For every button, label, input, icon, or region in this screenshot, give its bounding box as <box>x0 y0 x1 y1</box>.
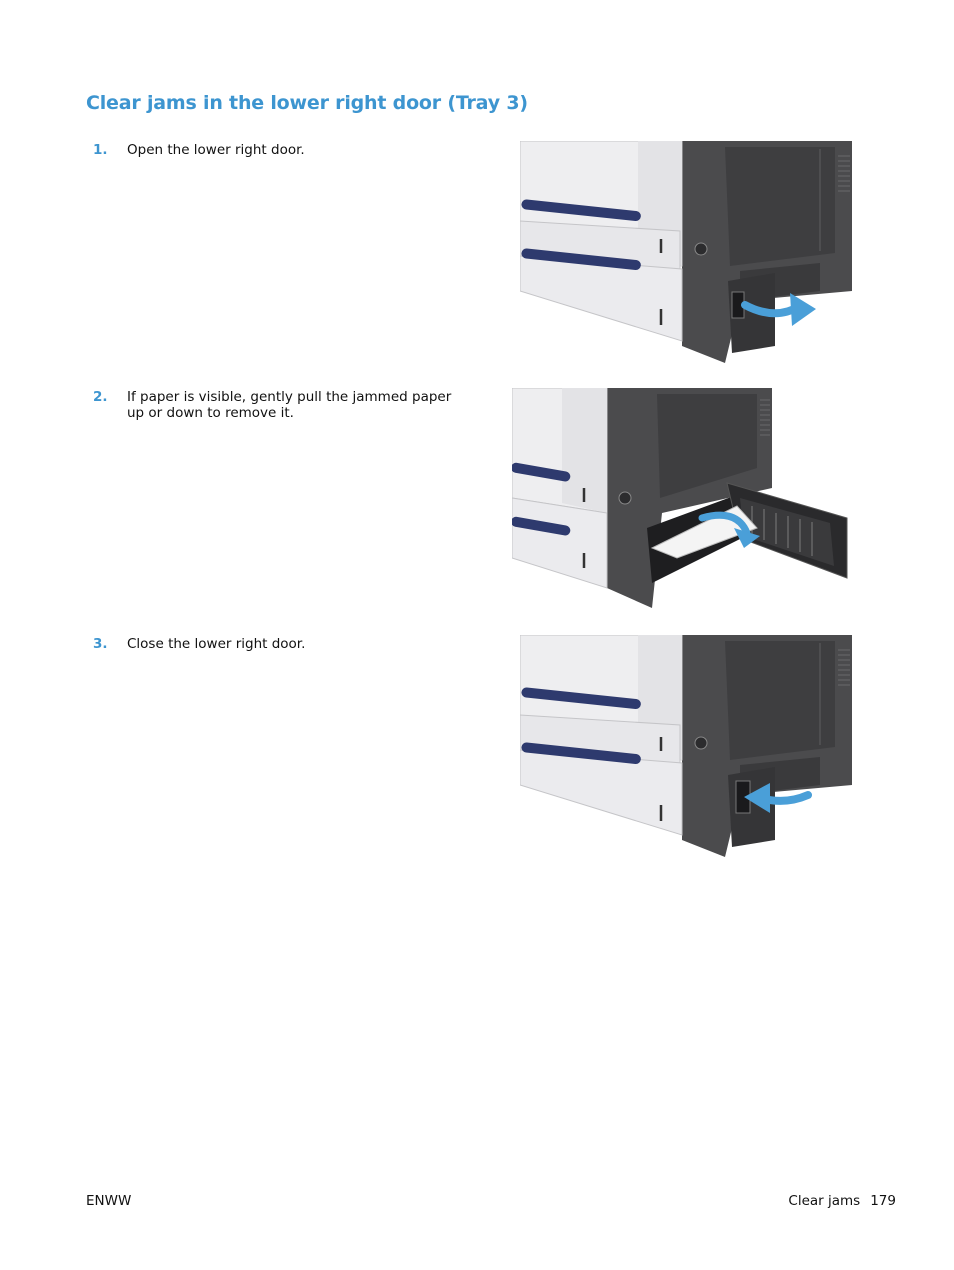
printer-close-door-illustration <box>520 635 852 857</box>
footer-section: Clear jams <box>788 1193 861 1209</box>
step-number: 3. <box>93 636 108 652</box>
printer-paper-jam-illustration <box>512 388 848 608</box>
step-number: 2. <box>93 389 108 405</box>
page-title: Clear jams in the lower right door (Tray… <box>86 92 528 114</box>
step-text: If paper is visible, gently pull the jam… <box>127 389 452 421</box>
step-text: Close the lower right door. <box>127 636 306 652</box>
printer-open-door-illustration <box>520 141 852 363</box>
footer-left: ENWW <box>86 1193 132 1209</box>
footer-right: Clear jams 179 <box>788 1193 896 1209</box>
step-number: 1. <box>93 142 108 158</box>
page-number: 179 <box>870 1193 896 1209</box>
step-text: Open the lower right door. <box>127 142 305 158</box>
